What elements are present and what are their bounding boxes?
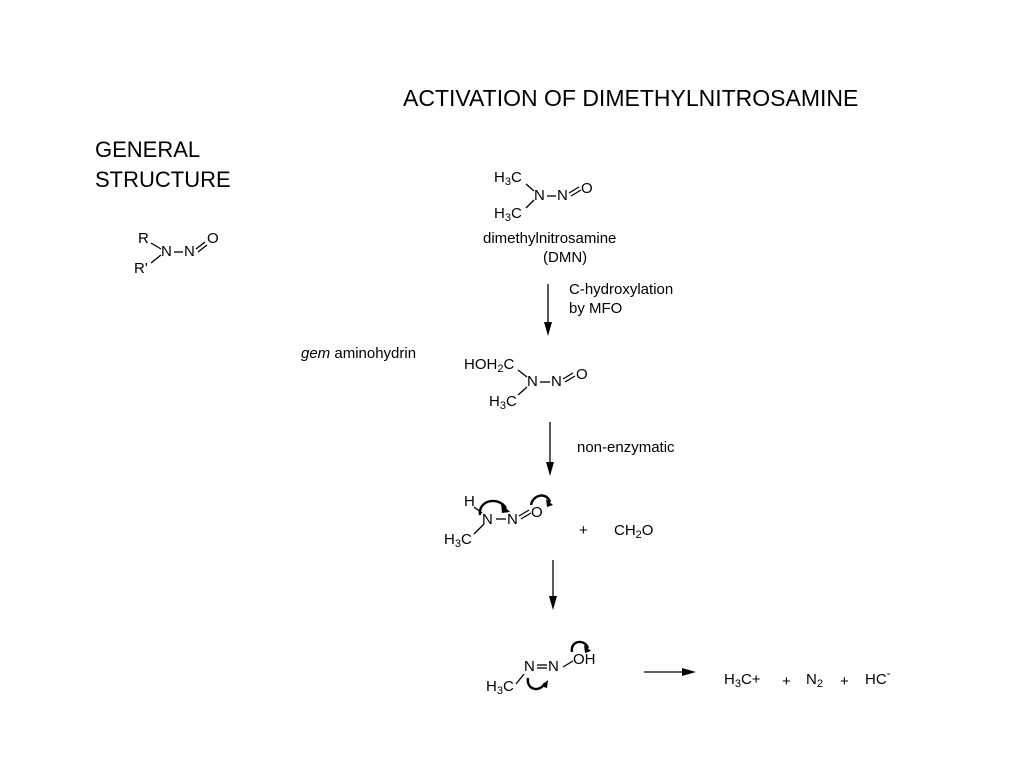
- general-nitrogen-1: N: [161, 243, 172, 260]
- gem-nitrogen-1: N: [527, 373, 538, 390]
- dmn-methyl-bottom: H3C: [494, 205, 522, 224]
- step2-label: non-enzymatic: [577, 439, 675, 456]
- dmn-nitrogen-2: N: [557, 187, 568, 204]
- product-plus-1: +: [782, 673, 791, 690]
- diazo-hydroxyl: OH: [573, 651, 596, 668]
- arrow-to-products: [644, 668, 696, 676]
- general-heading-line2: STRUCTURE: [95, 167, 231, 192]
- step1-label-line1: C-hydroxylation: [569, 281, 674, 298]
- gem-hydroxymethyl: HOH2C: [464, 356, 515, 375]
- dmn-methyl-top: H3C: [494, 169, 522, 188]
- intermediate-methyl: H3C: [444, 531, 472, 550]
- product-plus-2: +: [840, 673, 849, 690]
- gem-aminohydrin-label: gem aminohydrin: [301, 345, 417, 362]
- dmn-nitrogen-1: N: [534, 187, 545, 204]
- general-r-label: R: [138, 230, 149, 247]
- gem-methyl: H3C: [489, 393, 517, 412]
- general-nitrogen-2: N: [184, 243, 195, 260]
- arrow-c-hydroxylation: [544, 284, 552, 336]
- intermediate-nitrogen-1: N: [482, 511, 493, 528]
- intermediate-hydrogen: H: [464, 493, 475, 510]
- intermediate-nitrogen-2: N: [507, 511, 518, 528]
- diazo-nitrogen-1: N: [524, 658, 535, 675]
- general-oxygen: O: [207, 230, 219, 247]
- page-title: ACTIVATION OF DIMETHYLNITROSAMINE: [403, 85, 859, 111]
- dmn-name: dimethylnitrosamine: [483, 230, 617, 247]
- intermediate-plus: +: [579, 522, 588, 539]
- general-heading-line1: GENERAL: [95, 137, 201, 162]
- diazo-methyl: H3C: [486, 678, 514, 697]
- arrow-step-three: [549, 560, 557, 610]
- product-hc-anion: HC-: [865, 666, 891, 688]
- product-methyl-cation: H3C+: [724, 671, 761, 690]
- dmn-abbreviation: (DMN): [543, 249, 588, 266]
- dmn-bonds: [525, 183, 582, 209]
- intermediate-oxygen: O: [531, 504, 543, 521]
- diazohydroxide-bonds: [515, 640, 591, 691]
- dmn-oxygen: O: [581, 180, 593, 197]
- product-nitrogen: N2: [806, 671, 823, 690]
- general-r-prime-label: R': [134, 260, 148, 277]
- gem-aminohydrin-bonds: [517, 369, 576, 396]
- diazo-nitrogen-2: N: [548, 658, 559, 675]
- general-structure-bonds: [150, 241, 208, 264]
- gem-nitrogen-2: N: [551, 373, 562, 390]
- formaldehyde: CH2O: [614, 522, 654, 541]
- gem-oxygen: O: [576, 366, 588, 383]
- intermediate-bonds: [473, 494, 553, 535]
- step1-label-line2: by MFO: [569, 300, 623, 317]
- arrow-non-enzymatic: [546, 422, 554, 476]
- general-structure-heading: GENERAL STRUCTURE: [95, 135, 231, 195]
